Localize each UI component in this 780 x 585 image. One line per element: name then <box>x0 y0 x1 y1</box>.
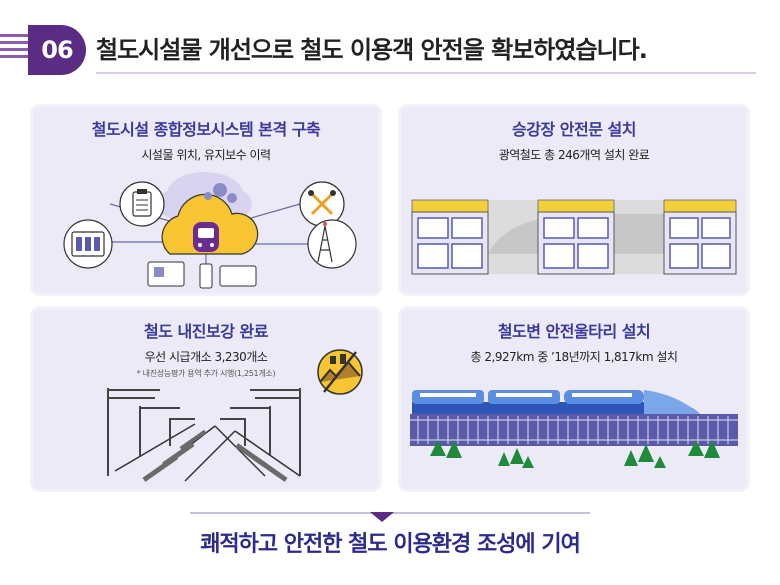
panel-seismic-reinforcement: 철도 내진보강 완료 우선 시급개소 3,230개소 * 내진성능평가 용역 추… <box>30 306 382 492</box>
panel-title: 철도시설 종합정보시스템 본격 구축 <box>91 120 321 139</box>
fence <box>410 414 738 446</box>
antenna-icon <box>307 219 357 269</box>
devices-icon <box>147 261 257 289</box>
panel-title: 승강장 안전문 설치 <box>512 120 636 139</box>
control-panel-icon <box>63 219 113 269</box>
tools-icon <box>299 181 345 227</box>
fence-illustration <box>410 390 738 468</box>
panel-title: 철도변 안전울타리 설치 <box>497 322 651 341</box>
title-underline <box>96 72 756 74</box>
page-header: 06 철도시설물 개선으로 철도 이용객 안전을 확보하였습니다. <box>0 20 780 80</box>
train-icon <box>193 222 219 252</box>
panel-subtitle: 우선 시급개소 3,230개소 <box>144 350 268 364</box>
footer-conclusion: 쾌적하고 안전한 철도 이용환경 조성에 기여 <box>200 532 581 557</box>
arrow-down-icon <box>370 512 394 522</box>
seismic-illustration <box>107 349 363 482</box>
panel-platform-screen-door: 승강장 안전문 설치 광역철도 총 246개역 설치 완료 <box>398 104 750 296</box>
railway-track-left <box>114 423 236 482</box>
panel-subtitle: 시설물 위치, 유지보수 이력 <box>141 148 271 162</box>
panel-subtitle: 광역철도 총 246개역 설치 완료 <box>498 148 650 162</box>
panel-note: * 내진성능평가 용역 추가 시행(1,251개소) <box>136 369 276 378</box>
clipboard-icon <box>119 181 165 227</box>
screen-door-illustration <box>411 199 737 275</box>
stripes-decoration <box>0 34 30 66</box>
train-icon <box>412 390 700 414</box>
door-unit <box>411 199 489 275</box>
catenary-poles <box>107 388 301 476</box>
gear-icon <box>204 183 237 203</box>
section-number-badge: 06 <box>28 25 86 75</box>
info-system-illustration <box>63 172 357 289</box>
panel-title: 철도 내진보강 완료 <box>144 322 268 341</box>
panel-subtitle: 총 2,927km 중 ’18년까지 1,817km 설치 <box>470 350 678 364</box>
panel-safety-fence: 철도변 안전울타리 설치 총 2,927km 중 ’18년까지 1,817km … <box>398 306 750 492</box>
panel-facility-info-system: 철도시설 종합정보시스템 본격 구축 시설물 위치, 유지보수 이력 <box>30 104 382 296</box>
tree-icon <box>430 440 720 468</box>
earthquake-icon <box>317 349 363 395</box>
page-title: 철도시설물 개선으로 철도 이용객 안전을 확보하였습니다. <box>96 36 648 64</box>
